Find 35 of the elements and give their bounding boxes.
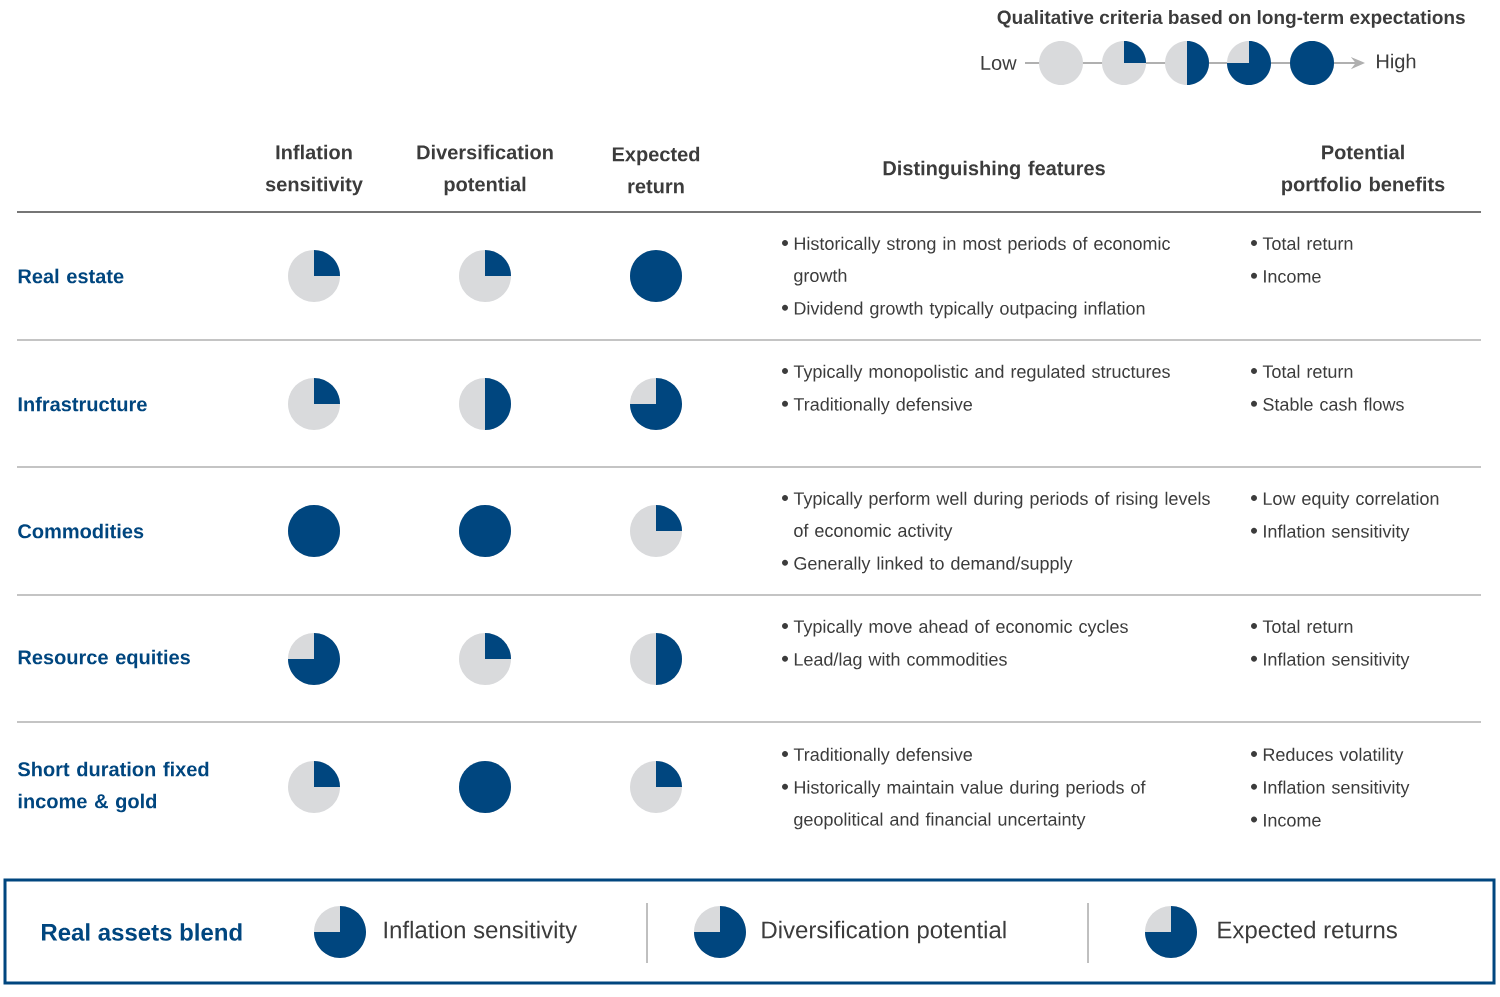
benefit-text: Inflation sensitivity bbox=[1264, 780, 1410, 798]
benefit-text: Total return bbox=[1262, 619, 1353, 633]
row-label: Resource equities bbox=[18, 649, 190, 669]
benefit-text: Low equity correlation bbox=[1263, 491, 1439, 509]
feature-text: Typically monopolistic and regulated structures bbox=[793, 364, 1170, 382]
feature-text: Historically strong in most periods of economic growth bbox=[794, 236, 1170, 286]
row-label: Commodities bbox=[18, 523, 144, 539]
row-label: Real estate bbox=[18, 268, 124, 284]
scale-label: Low bbox=[981, 56, 1017, 70]
benefit-text: Stable cash flows bbox=[1263, 397, 1404, 411]
legend-heading: Qualitative criteria based on long-term expectations bbox=[997, 10, 1465, 28]
benefit-text: Reduces volatility bbox=[1263, 747, 1404, 765]
feature-text: Traditionally defensive bbox=[793, 747, 972, 765]
feature-text: Typically move ahead of economic cycles bbox=[793, 619, 1128, 637]
feature-text: Lead/lag with commodities bbox=[794, 652, 1007, 670]
column-header: Potential portfolio benefits bbox=[1282, 144, 1445, 196]
column-header: Distinguishing features bbox=[883, 160, 1105, 180]
feature-text: Historically maintain value during periods of geopolitical and financial uncertainty bbox=[794, 780, 1146, 830]
benefit-text: Income bbox=[1264, 814, 1321, 827]
benefit-text: Total return bbox=[1262, 236, 1353, 250]
benefit-text: Inflation sensitivity bbox=[1264, 652, 1410, 670]
column-header: Inflation sensitivity bbox=[265, 144, 363, 196]
column-header: Expected return bbox=[612, 146, 700, 194]
feature-text: Dividend growth typically outpacing inflation bbox=[794, 301, 1145, 319]
benefit-text: Inflation sensitivity bbox=[1264, 524, 1410, 542]
benefit-text: Income bbox=[1264, 270, 1321, 283]
feature-text: Traditionally defensive bbox=[793, 397, 972, 415]
feature-text: Typically perform well during periods of rising levels of economic activity bbox=[793, 491, 1210, 541]
scale-label: High bbox=[1377, 53, 1416, 73]
column-header: Diversification potential bbox=[417, 144, 553, 196]
summary-box: Real assets blend Inflation sensitivity Diversification potential Expected returns bbox=[3, 878, 1496, 985]
feature-text: Generally linked to demand/supply bbox=[794, 556, 1073, 574]
row-label: Infrastructure bbox=[18, 396, 147, 412]
benefit-text: Total return bbox=[1262, 364, 1353, 378]
row-label: Short duration fixed income & gold bbox=[17, 761, 209, 813]
